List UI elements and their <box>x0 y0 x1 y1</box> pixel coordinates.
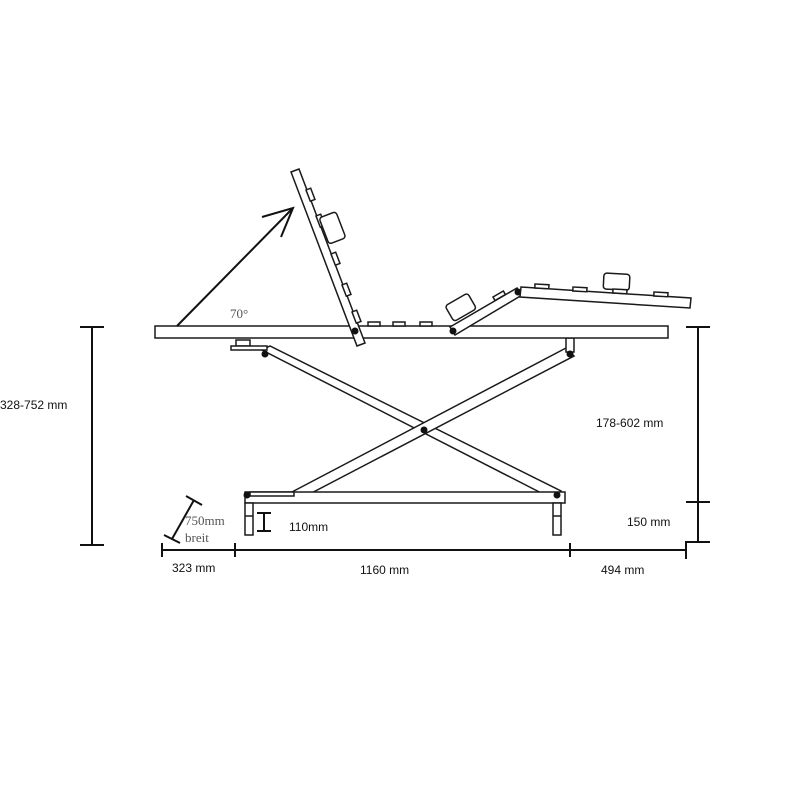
slat <box>419 321 433 327</box>
back-section <box>290 168 366 347</box>
right-height-dimension <box>686 326 710 543</box>
angle-arrow <box>176 206 295 327</box>
back-slat <box>330 251 341 267</box>
foot-slat <box>612 288 628 295</box>
leg-left <box>244 502 254 536</box>
scissor-arm-a <box>260 345 563 500</box>
angle-label: 70° <box>230 306 248 321</box>
back-slat <box>341 282 352 298</box>
scissor-lift <box>230 337 576 500</box>
bed-platform <box>154 325 669 339</box>
pivot-bottom-left <box>243 491 251 499</box>
pivot-knee <box>449 327 457 335</box>
foot-clearance-dimension <box>257 512 271 532</box>
total-height-label: 328-752 mm <box>0 398 67 412</box>
top-right-post <box>565 337 575 353</box>
slider-plate <box>249 491 295 497</box>
arrow-head-icon <box>261 206 295 238</box>
length-middle-label: 1160 mm <box>360 563 409 577</box>
total-height-dimension <box>80 326 104 546</box>
pivot-bottom-right <box>553 491 561 499</box>
slat <box>392 321 406 327</box>
knee-slat <box>491 289 507 302</box>
foot-section <box>519 272 692 309</box>
foot-slat <box>653 291 669 298</box>
arrow-shaft <box>176 208 293 327</box>
back-slat <box>351 309 362 325</box>
top-left-bracket-plate <box>230 345 268 351</box>
length-dimension <box>161 541 687 559</box>
knee-cushion <box>445 293 477 322</box>
pivot-top-right <box>566 350 574 358</box>
foot-board <box>519 286 692 309</box>
foot-slat <box>572 286 588 293</box>
back-board <box>290 168 366 347</box>
back-slat <box>305 187 316 203</box>
pivot-center <box>420 426 428 434</box>
foot-cushion <box>602 272 631 291</box>
back-cushion <box>319 211 346 245</box>
width-dimension <box>163 495 203 544</box>
length-right-label: 494 mm <box>601 563 644 577</box>
base-frame <box>243 491 566 536</box>
width-word-label: breit <box>185 530 209 545</box>
width-value-label: 750mm <box>185 513 225 528</box>
slat <box>367 321 381 327</box>
frame-height-label: 178-602 mm <box>596 416 663 430</box>
leg-right <box>552 502 562 536</box>
pivot-back <box>351 327 359 335</box>
top-left-bracket <box>235 339 251 347</box>
base-height-label: 150 mm <box>627 515 670 529</box>
length-left-label: 323 mm <box>172 561 215 575</box>
pivot-top-left <box>261 350 269 358</box>
foot-clearance-label: 110mm <box>289 520 328 534</box>
foot-slat <box>534 283 550 290</box>
slats <box>367 321 433 327</box>
